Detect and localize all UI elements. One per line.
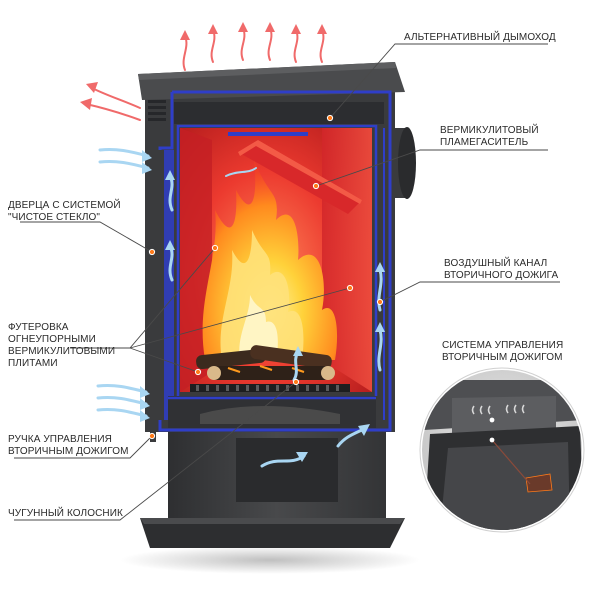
marker-air-channel <box>376 298 384 306</box>
label-handle-line-1: РУЧКА УПРАВЛЕНИЯ <box>8 434 112 445</box>
marker-dots <box>148 114 384 440</box>
stove-base <box>140 518 405 548</box>
label-alternative-chimney: АЛЬТЕРНАТИВНЫЙ ДЫМОХОД <box>404 32 556 44</box>
label-alternative-chimney-line-1: АЛЬТЕРНАТИВНЫЙ ДЫМОХОД <box>404 32 556 43</box>
ash-pile <box>200 406 340 424</box>
inset-damper-plate <box>525 473 553 493</box>
hot-air-arrows <box>80 22 327 121</box>
leader-air-channel <box>379 281 560 303</box>
leader-grate <box>14 381 297 521</box>
label-secondary-air-channel: ВОЗДУШНЫЙ КАНАЛ ВТОРИЧНОГО ДОЖИГА <box>444 258 558 282</box>
leader-lines <box>14 43 560 521</box>
top-vent-grille <box>148 100 166 121</box>
cut-outline-outer <box>158 90 392 432</box>
label-door-clean-glass: ДВЕРЦА С СИСТЕМОЙ "ЧИСТОЕ СТЕКЛО" <box>8 200 121 224</box>
vermiculite-flame-arrester <box>238 140 362 214</box>
label-door-line-2: "ЧИСТОЕ СТЕКЛО" <box>8 212 101 223</box>
label-lining-line-3: ВЕРМИКУЛИТОВЫМИ <box>8 346 116 357</box>
marker-grate <box>292 378 300 386</box>
cast-iron-grate <box>190 384 350 392</box>
label-lining-line-1: ФУТЕРОВКА <box>8 322 69 333</box>
leader-flame-arrester <box>315 149 548 187</box>
fire-flames <box>196 160 338 380</box>
control-system-inset <box>419 367 585 533</box>
label-flame-arrester-line-1: ВЕРМИКУЛИТОВЫЙ <box>440 125 539 136</box>
label-refractory-lining: ФУТЕРОВКА ОГНЕУПОРНЫМИ ВЕРМИКУЛИТОВЫМИ П… <box>8 322 115 370</box>
label-control-system-line-2: ВТОРИЧНЫМ ДОЖИГОМ <box>442 352 563 363</box>
label-cast-iron-grate: ЧУГУННЫЙ КОЛОСНИК <box>8 508 123 520</box>
marker-door <box>148 248 156 256</box>
label-door-line-1: ДВЕРЦА С СИСТЕМОЙ <box>8 200 121 211</box>
cut-outline-inner <box>176 124 378 396</box>
label-flame-arrester-line-2: ПЛАМЕГАСИТЕЛЬ <box>440 137 529 148</box>
label-handle-line-2: ВТОРИЧНЫМ ДОЖИГОМ <box>8 446 129 457</box>
label-lining-line-2: ОГНЕУПОРНЫМИ <box>8 334 96 345</box>
leader-lining-2 <box>129 287 351 349</box>
cold-air-arrows <box>96 148 385 468</box>
leader-chimney <box>329 43 548 119</box>
inset-air-slots <box>471 404 525 415</box>
marker-lining-3 <box>194 368 202 376</box>
label-air-channel-line-2: ВТОРИЧНОГО ДОЖИГА <box>444 270 559 281</box>
label-control-system-line-1: СИСТЕМА УПРАВЛЕНИЯ <box>442 340 564 351</box>
leader-door <box>20 221 153 253</box>
leader-lining-3 <box>129 347 199 373</box>
leader-handle <box>14 435 153 459</box>
floor-shadow <box>120 546 420 574</box>
marker-chimney <box>326 114 334 122</box>
label-secondary-burn-control-system: СИСТЕМА УПРАВЛЕНИЯ ВТОРИЧНЫМ ДОЖИГОМ <box>442 340 563 364</box>
label-lining-line-4: ПЛИТАМИ <box>8 358 58 369</box>
firewood-logs <box>196 345 335 380</box>
label-air-channel-line-1: ВОЗДУШНЫЙ КАНАЛ <box>444 258 548 269</box>
marker-lining-1 <box>211 244 219 252</box>
label-vermiculite-flame-arrester: ВЕРМИКУЛИТОВЫЙ ПЛАМЕГАСИТЕЛЬ <box>440 125 539 149</box>
label-grate-line-1: ЧУГУННЫЙ КОЛОСНИК <box>8 508 123 519</box>
wood-storage-niche <box>236 438 338 502</box>
label-secondary-burn-handle: РУЧКА УПРАВЛЕНИЯ ВТОРИЧНЫМ ДОЖИГОМ <box>8 434 129 458</box>
marker-handle <box>148 432 156 440</box>
marker-lining-2 <box>346 284 354 292</box>
marker-flame-arrester <box>312 182 320 190</box>
